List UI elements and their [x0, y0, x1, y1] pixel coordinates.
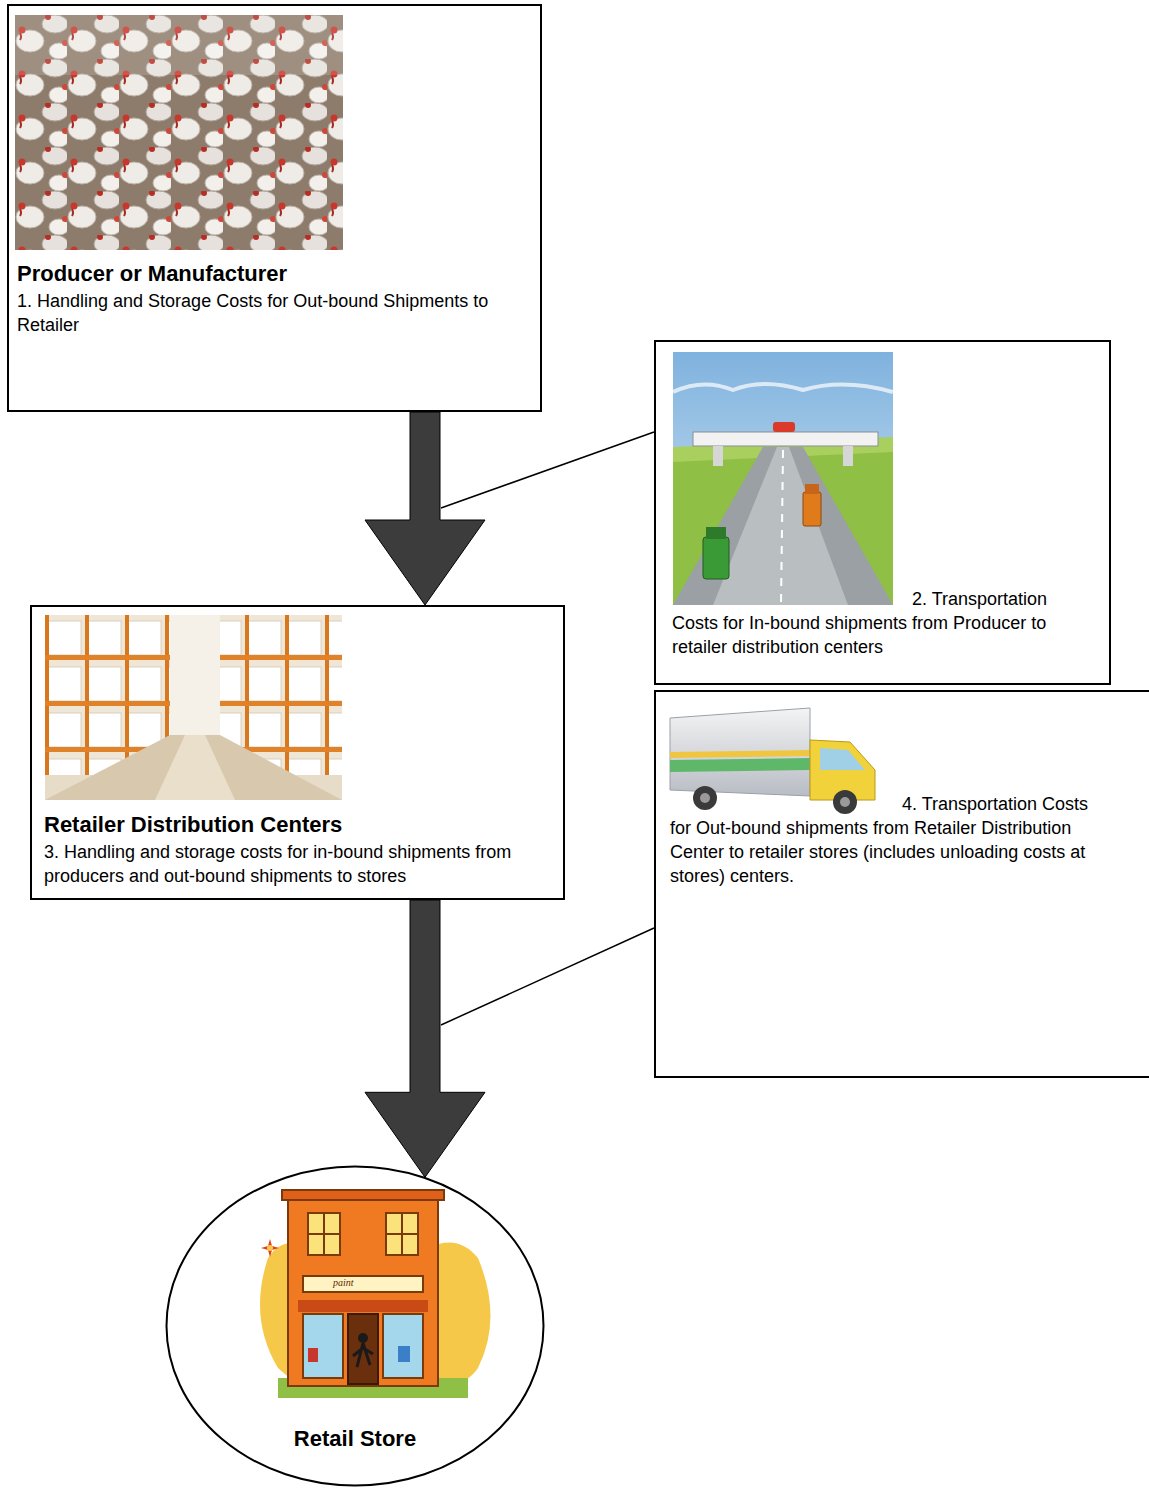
leader-line: [441, 432, 654, 508]
box-heading: Retail Store: [175, 1426, 535, 1452]
flow-arrow: [365, 412, 485, 605]
box-heading: Producer or Manufacturer: [17, 261, 490, 287]
transport-box: 2. Transportation Costs for In-bound shi…: [654, 340, 1111, 685]
store-circle: Retail Store: [165, 1165, 545, 1487]
producer-box: Producer or Manufacturer1. Handling and …: [7, 4, 542, 412]
box-body-text: 1. Handling and Storage Costs for Out-bo…: [17, 289, 490, 337]
store-sign-text: paint: [333, 1277, 354, 1288]
leader-line: [441, 928, 654, 1025]
turkey-photo: [15, 15, 343, 250]
highway-picture: [673, 352, 893, 605]
store-picture: [248, 1188, 493, 1403]
box-body-text: 2. Transportation Costs for In-bound shi…: [672, 587, 1093, 659]
distribution-box: Retailer Distribution Centers3. Handling…: [30, 605, 565, 900]
box-body-text: 3. Handling and storage costs for in-bou…: [44, 840, 513, 888]
truck-picture: [660, 700, 890, 820]
warehouse-photo: [45, 615, 342, 800]
box-heading: Retailer Distribution Centers: [44, 812, 513, 838]
flow-arrow: [365, 900, 485, 1177]
box-body-text: 4. Transportation Costs for Out-bound sh…: [670, 792, 1102, 888]
transport-box: 4. Transportation Costs for Out-bound sh…: [654, 690, 1149, 1078]
